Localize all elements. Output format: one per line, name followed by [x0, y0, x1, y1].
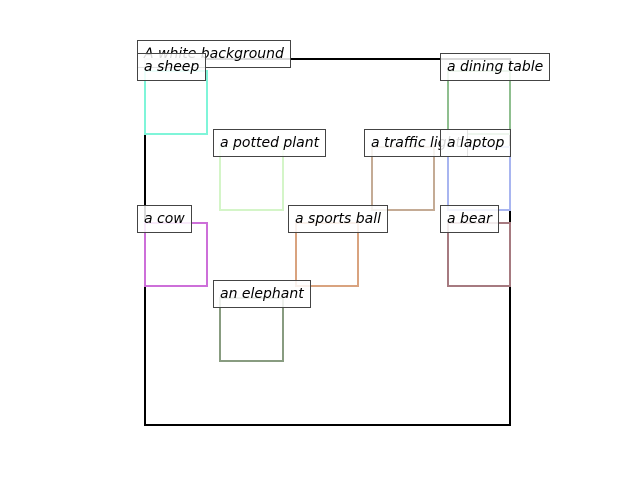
cow-label: a cow [137, 205, 192, 233]
laptop-label: a laptop [440, 129, 512, 157]
sheep-label: a sheep [137, 53, 207, 81]
elephant-label: an elephant [213, 280, 311, 308]
sports-ball-label: a sports ball [288, 205, 389, 233]
potted-plant-label: a potted plant [213, 129, 327, 157]
dining-table-label: a dining table [440, 53, 551, 81]
bear-label: a bear [440, 205, 499, 233]
